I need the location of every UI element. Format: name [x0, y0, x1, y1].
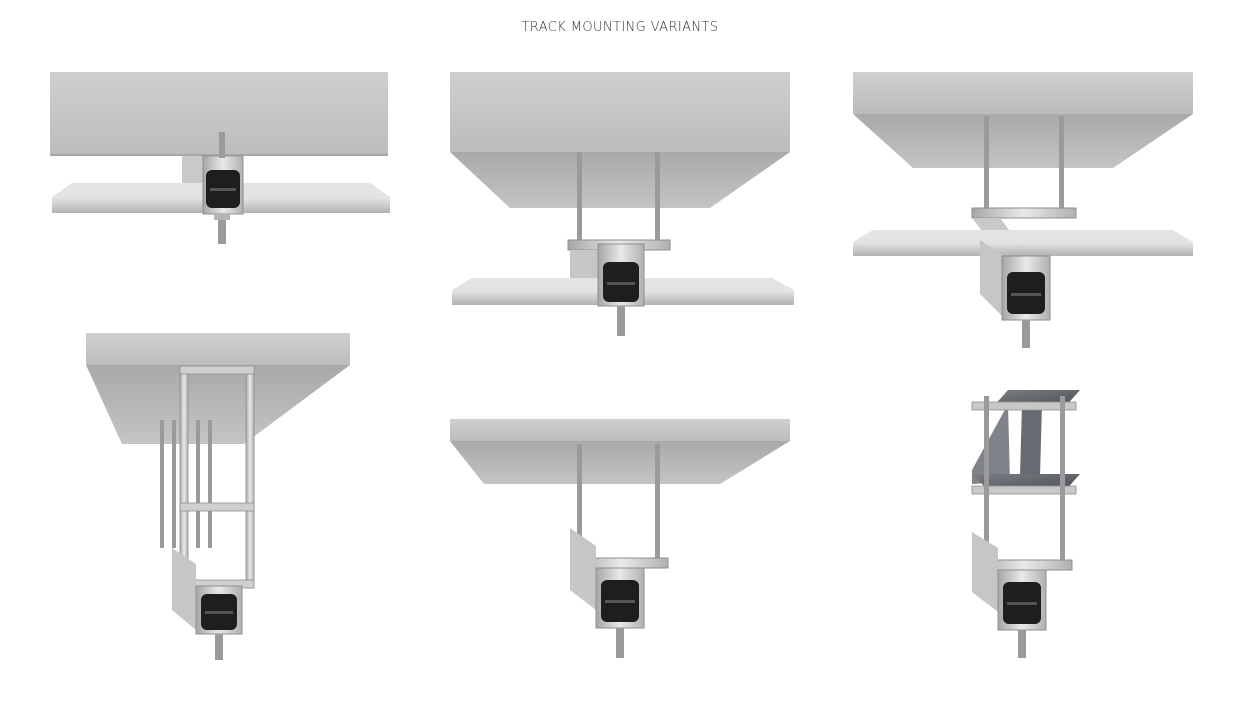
ceiling-panel-top	[853, 230, 1193, 242]
threaded-rod-left	[577, 444, 582, 562]
frame-crossbar-mid	[179, 502, 255, 512]
threaded-rod-right	[1059, 116, 1064, 212]
clamp-plate-bottom	[971, 485, 1077, 495]
track-body	[570, 528, 596, 610]
hanger-nut	[214, 214, 230, 220]
frame-post-right	[245, 365, 255, 589]
variant-rod-hung-below-soffit	[853, 72, 1193, 348]
hanger-bolt	[616, 628, 624, 658]
concrete-slab	[853, 72, 1193, 114]
carrier-highlight	[1011, 293, 1041, 296]
frame-crossbar-top	[179, 365, 255, 375]
threaded-rod-left	[984, 396, 989, 564]
concrete-slab	[450, 419, 790, 441]
threaded-rod-left	[577, 152, 582, 244]
carrier-highlight	[210, 188, 236, 191]
page-title: TRACK MOUNTING VARIANTS	[521, 20, 719, 35]
variant-frame-drop-mount	[86, 333, 350, 660]
concrete-slab	[450, 72, 790, 152]
threaded-rod	[160, 420, 164, 548]
hanger-bolt	[218, 214, 226, 244]
slab-underside	[853, 114, 1193, 168]
threaded-rod	[219, 132, 225, 158]
carrier-highlight	[205, 611, 233, 614]
hanger-bolt	[1018, 630, 1026, 658]
carrier-highlight	[607, 282, 635, 285]
mounting-bracket	[971, 207, 1077, 219]
threaded-rod-right	[655, 152, 660, 244]
threaded-rod	[172, 420, 176, 548]
slab-underside	[450, 152, 790, 208]
ceiling-panel	[853, 242, 1193, 256]
slab-underside	[86, 365, 350, 444]
threaded-rod	[208, 420, 212, 548]
variant-rod-hung-soffit-mount	[450, 72, 794, 336]
variant-rod-hung-track-only	[450, 419, 790, 658]
carrier-highlight	[1007, 602, 1037, 605]
steel-beam-flange-face	[972, 404, 1010, 484]
threaded-rod-right	[655, 444, 660, 562]
steel-beam-web	[1020, 404, 1042, 476]
concrete-slab	[86, 333, 350, 365]
hanger-bolt	[1022, 320, 1030, 348]
track-body	[972, 532, 998, 612]
variant-flush-ceiling-mount	[50, 72, 390, 244]
carrier-highlight	[605, 600, 635, 603]
threaded-rod	[196, 420, 200, 548]
slab-underside	[450, 441, 790, 484]
threaded-rod-left	[984, 116, 989, 212]
track-body	[980, 240, 1004, 318]
variant-steel-beam-clamp-mount	[971, 390, 1080, 658]
threaded-rod-right	[1060, 396, 1065, 564]
clamp-plate-top	[971, 401, 1077, 411]
hanger-bolt	[617, 306, 625, 336]
track-body	[172, 548, 196, 630]
hanger-bolt	[215, 634, 223, 660]
